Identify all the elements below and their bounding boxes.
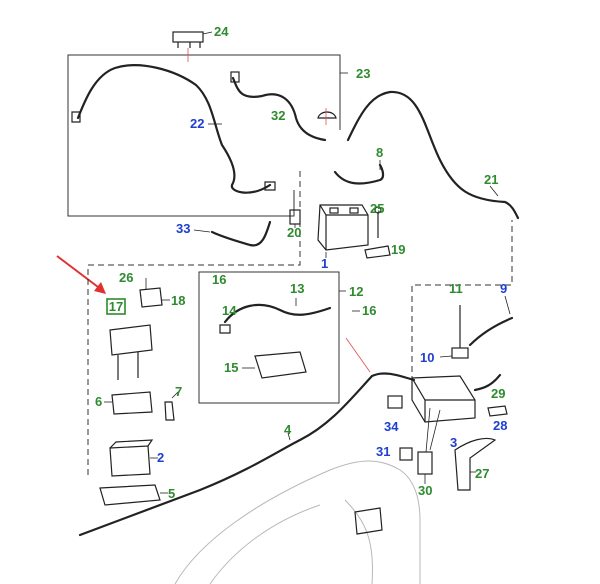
rear-battery-location: [354, 507, 383, 535]
callout-15: 15: [224, 360, 238, 375]
callout-16b: 16: [362, 303, 376, 318]
clip-34: [387, 395, 403, 409]
bolt-25: [374, 206, 382, 238]
pad-28: [487, 405, 508, 417]
callout-3: 3: [450, 435, 457, 450]
callout-2: 2: [157, 450, 164, 465]
callout-18: 18: [171, 293, 185, 308]
harness-22: [76, 64, 272, 194]
callout-31: 31: [376, 444, 390, 459]
grommet: [317, 111, 337, 119]
part-30: [417, 451, 433, 475]
highlight-box-17: 17: [106, 298, 126, 315]
harness-13: [223, 303, 332, 324]
harness-32: [231, 76, 327, 142]
harness-33: [210, 220, 272, 247]
vehicle-outline: [174, 460, 421, 584]
callout-30: 30: [418, 483, 432, 498]
battery-2: [109, 439, 158, 477]
callout-19: 19: [391, 242, 405, 257]
callout-9: 9: [500, 281, 507, 296]
connector-24: [172, 31, 213, 62]
callout-10: 10: [420, 350, 434, 365]
callout-1: 1: [321, 256, 328, 271]
bracket-18: [139, 287, 170, 308]
callout-8: 8: [376, 145, 383, 160]
callout-24: 24: [214, 24, 229, 39]
callout-6: 6: [95, 394, 102, 409]
callout-26: 26: [119, 270, 133, 285]
bracket-20: [289, 209, 301, 228]
dashed-grouping-lines: [87, 170, 513, 475]
upper-harness-frame: [67, 54, 348, 217]
bracket-17: [109, 324, 153, 380]
callout-16a: 16: [212, 272, 226, 287]
callout-20: 20: [287, 225, 301, 240]
bracket-19: [364, 245, 391, 259]
callout-labels: 24 23 22 32 8 21 33 20 25 19 1 26 18 16 …: [95, 24, 507, 501]
callout-13: 13: [290, 281, 304, 296]
harness-4: [78, 372, 416, 537]
callout-32: 32: [271, 108, 285, 123]
callout-21: 21: [484, 172, 498, 187]
callout-17: 17: [109, 299, 123, 314]
part-7: [164, 391, 179, 421]
callout-11: 11: [449, 281, 463, 296]
bracket-27: [454, 437, 497, 491]
callout-33: 33: [176, 221, 190, 236]
callout-29: 29: [491, 386, 505, 401]
harness-22-end: [71, 111, 276, 191]
callout-4: 4: [284, 422, 292, 437]
red-pointer-arrow: [56, 255, 106, 294]
bracket-6: [104, 391, 153, 415]
cable-9: [468, 316, 514, 347]
callout-34: 34: [384, 419, 399, 434]
callout-25: 25: [370, 201, 384, 216]
clip-31: [399, 447, 413, 461]
module-15: [254, 351, 307, 379]
cable-8: [333, 163, 385, 185]
callout-27: 27: [475, 466, 489, 481]
tray-5: [99, 484, 168, 506]
callout-5: 5: [168, 486, 175, 501]
callout-14: 14: [222, 303, 237, 318]
battery-3: [411, 375, 476, 423]
callout-28: 28: [493, 418, 507, 433]
connector-10: [451, 347, 469, 359]
module-frame: [198, 271, 346, 404]
callout-7: 7: [175, 384, 182, 399]
cable-21: [346, 90, 520, 220]
battery-1: [317, 204, 369, 258]
cable-29: [473, 373, 502, 392]
callout-23: 23: [356, 66, 370, 81]
callout-12: 12: [349, 284, 363, 299]
callout-22: 22: [190, 116, 204, 131]
